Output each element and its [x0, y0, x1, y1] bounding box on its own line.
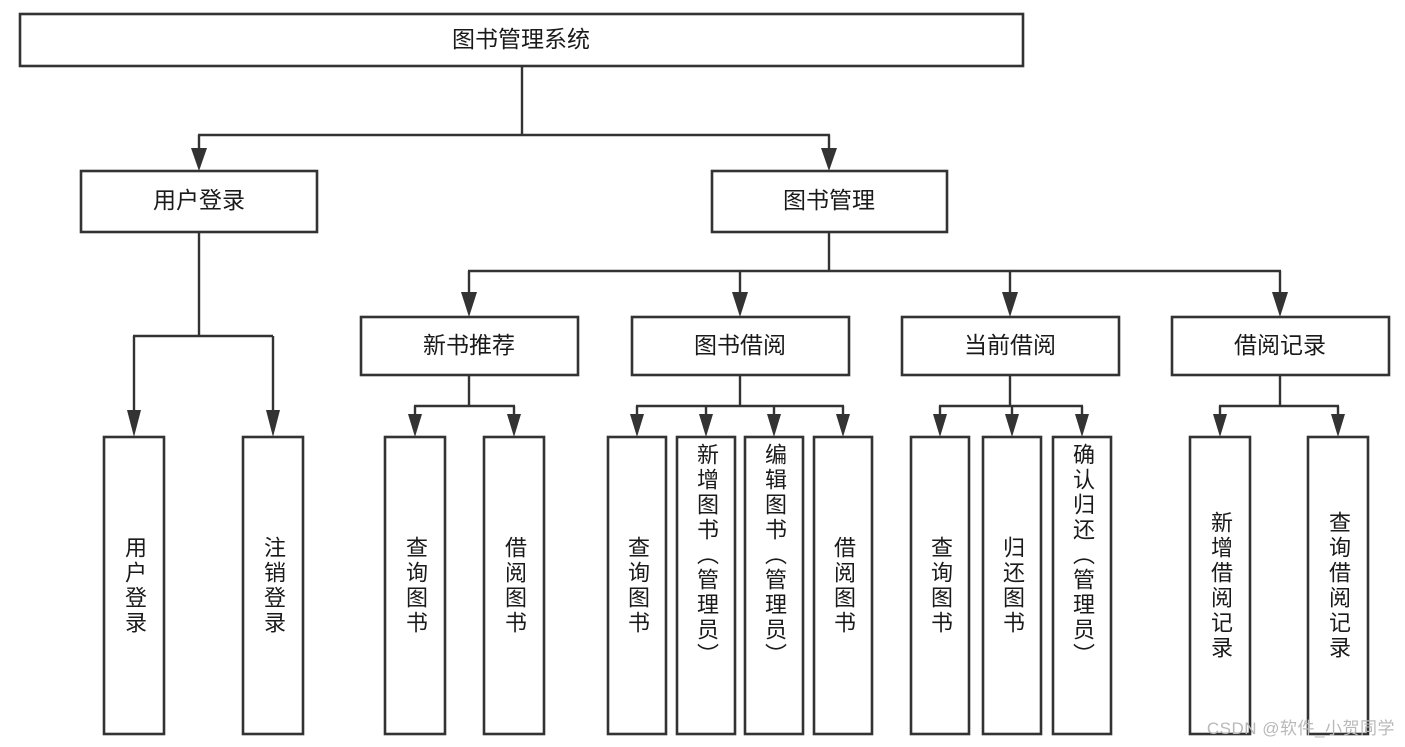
arrow-head-leaf-borrow-book-2 [836, 414, 850, 437]
node-label-user-login: 用户登录 [153, 187, 245, 213]
node-leaf-add-record[interactable] [1188, 435, 1252, 736]
node-leaf-user-login[interactable] [102, 435, 166, 736]
arrow-head-book-borrow [732, 292, 748, 317]
arrow-head-leaf-borrow-book-1 [507, 414, 521, 437]
node-leaf-confirm-return[interactable] [1051, 435, 1113, 736]
node-leaf-add-book-admin[interactable] [675, 435, 737, 736]
arrow-head-leaf-user-logout [266, 410, 280, 437]
node-leaf-query-book-3[interactable] [909, 435, 971, 736]
node-leaf-borrow-book-2[interactable] [812, 435, 874, 736]
node-label-current-borrow: 当前借阅 [964, 332, 1056, 358]
arrow-head-leaf-confirm-return [1075, 414, 1089, 437]
arrow-head-to-user-login [191, 148, 207, 171]
node-label-book-borrow: 图书借阅 [694, 332, 786, 358]
arrow-head-leaf-return-book [1005, 414, 1019, 437]
arrow-head-borrow-record [1272, 292, 1288, 317]
arrow-head-leaf-add-book-admin [699, 414, 713, 437]
arrow-head-leaf-query-record [1331, 414, 1345, 437]
arrow-head-leaf-query-book-3 [933, 414, 947, 437]
node-label-book-manage: 图书管理 [783, 187, 875, 213]
node-book-manage[interactable] [710, 169, 949, 234]
arrow-head-leaf-query-book-2 [630, 414, 644, 437]
node-current-borrow[interactable] [900, 315, 1121, 377]
arrow-head-new-book-recommend [461, 292, 477, 317]
csdn-watermark: CSDN @软件_小贺同学 [1206, 719, 1395, 738]
node-leaf-edit-book-admin[interactable] [743, 435, 805, 736]
node-label-borrow-record: 借阅记录 [1234, 332, 1326, 358]
node-leaf-query-record[interactable] [1306, 435, 1370, 736]
node-label-root: 图书管理系统 [452, 26, 590, 52]
node-new-book-recommend[interactable] [359, 315, 580, 377]
node-layer: 图书管理系统 用户登录 图书管理 新书推荐 图书借阅 当前借阅 借阅记录 [18, 12, 1391, 736]
node-user-login[interactable] [79, 169, 319, 234]
arrow-head-leaf-edit-book-admin [767, 414, 781, 437]
node-leaf-query-book-2[interactable] [606, 435, 668, 736]
node-leaf-user-logout[interactable] [241, 435, 305, 736]
arrow-head-leaf-user-login [127, 410, 141, 437]
arrow-head-leaf-add-record [1213, 414, 1227, 437]
node-book-borrow[interactable] [630, 315, 851, 377]
node-root-book-management-system[interactable] [18, 12, 1025, 68]
arrow-head-to-book-manage [821, 148, 837, 171]
arrow-head-current-borrow [1002, 292, 1018, 317]
node-label-new-book-recommend: 新书推荐 [423, 332, 515, 358]
connector-layer [127, 66, 1345, 437]
node-leaf-borrow-book-1[interactable] [482, 435, 546, 736]
node-leaf-query-book-1[interactable] [383, 435, 447, 736]
arrow-head-leaf-query-book-1 [408, 414, 422, 437]
node-borrow-record[interactable] [1170, 315, 1391, 377]
node-leaf-return-book[interactable] [981, 435, 1043, 736]
